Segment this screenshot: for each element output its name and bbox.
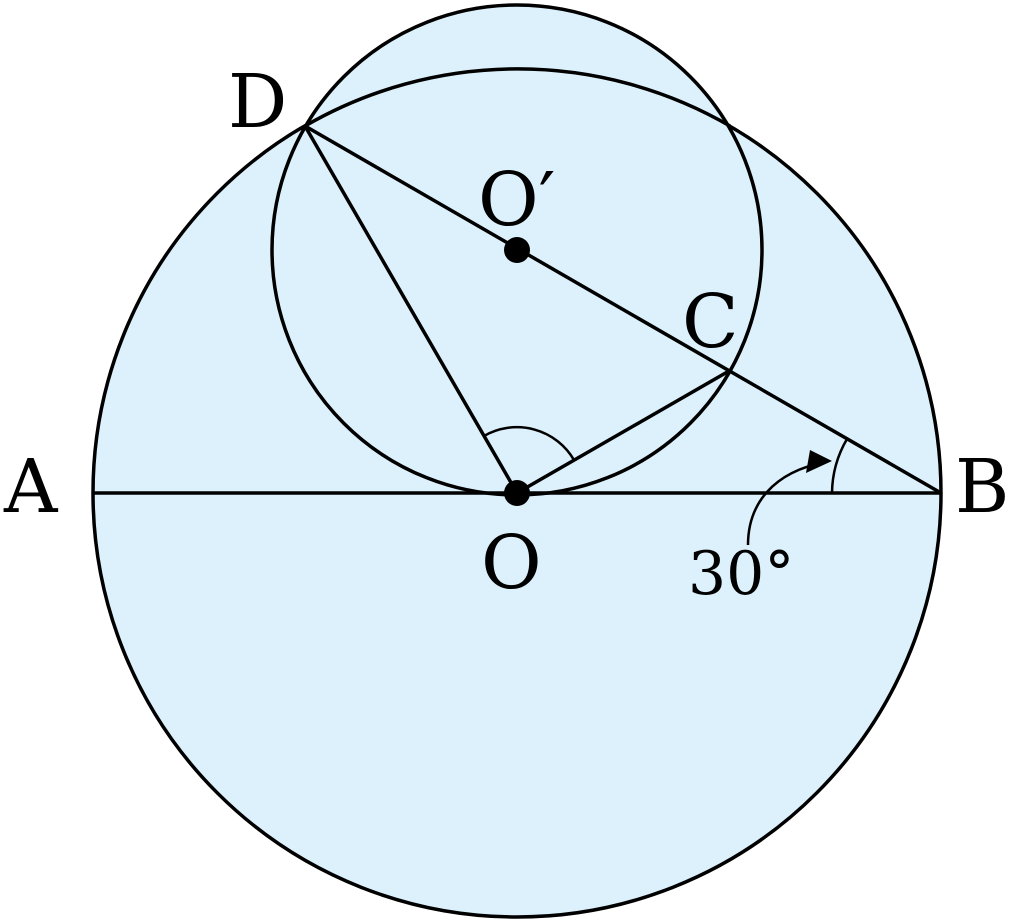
label-O: O	[481, 520, 542, 606]
angle-arc-DOC	[483, 425, 576, 461]
large-circle-top-arc	[304, 67, 731, 128]
label-C: C	[682, 279, 739, 365]
angle-arc-B	[830, 438, 849, 494]
segment-OC	[516, 369, 730, 495]
point-O	[504, 480, 530, 506]
arrowhead-icon	[806, 450, 832, 473]
label-B: B	[955, 444, 1009, 530]
segment-DO	[303, 125, 519, 494]
angle-label-30: 30°	[688, 539, 794, 609]
label-O-prime: O′	[478, 157, 555, 243]
point-O-prime	[504, 237, 530, 263]
segment-DB	[304, 124, 942, 495]
label-A: A	[3, 444, 59, 530]
label-D: D	[228, 59, 287, 145]
